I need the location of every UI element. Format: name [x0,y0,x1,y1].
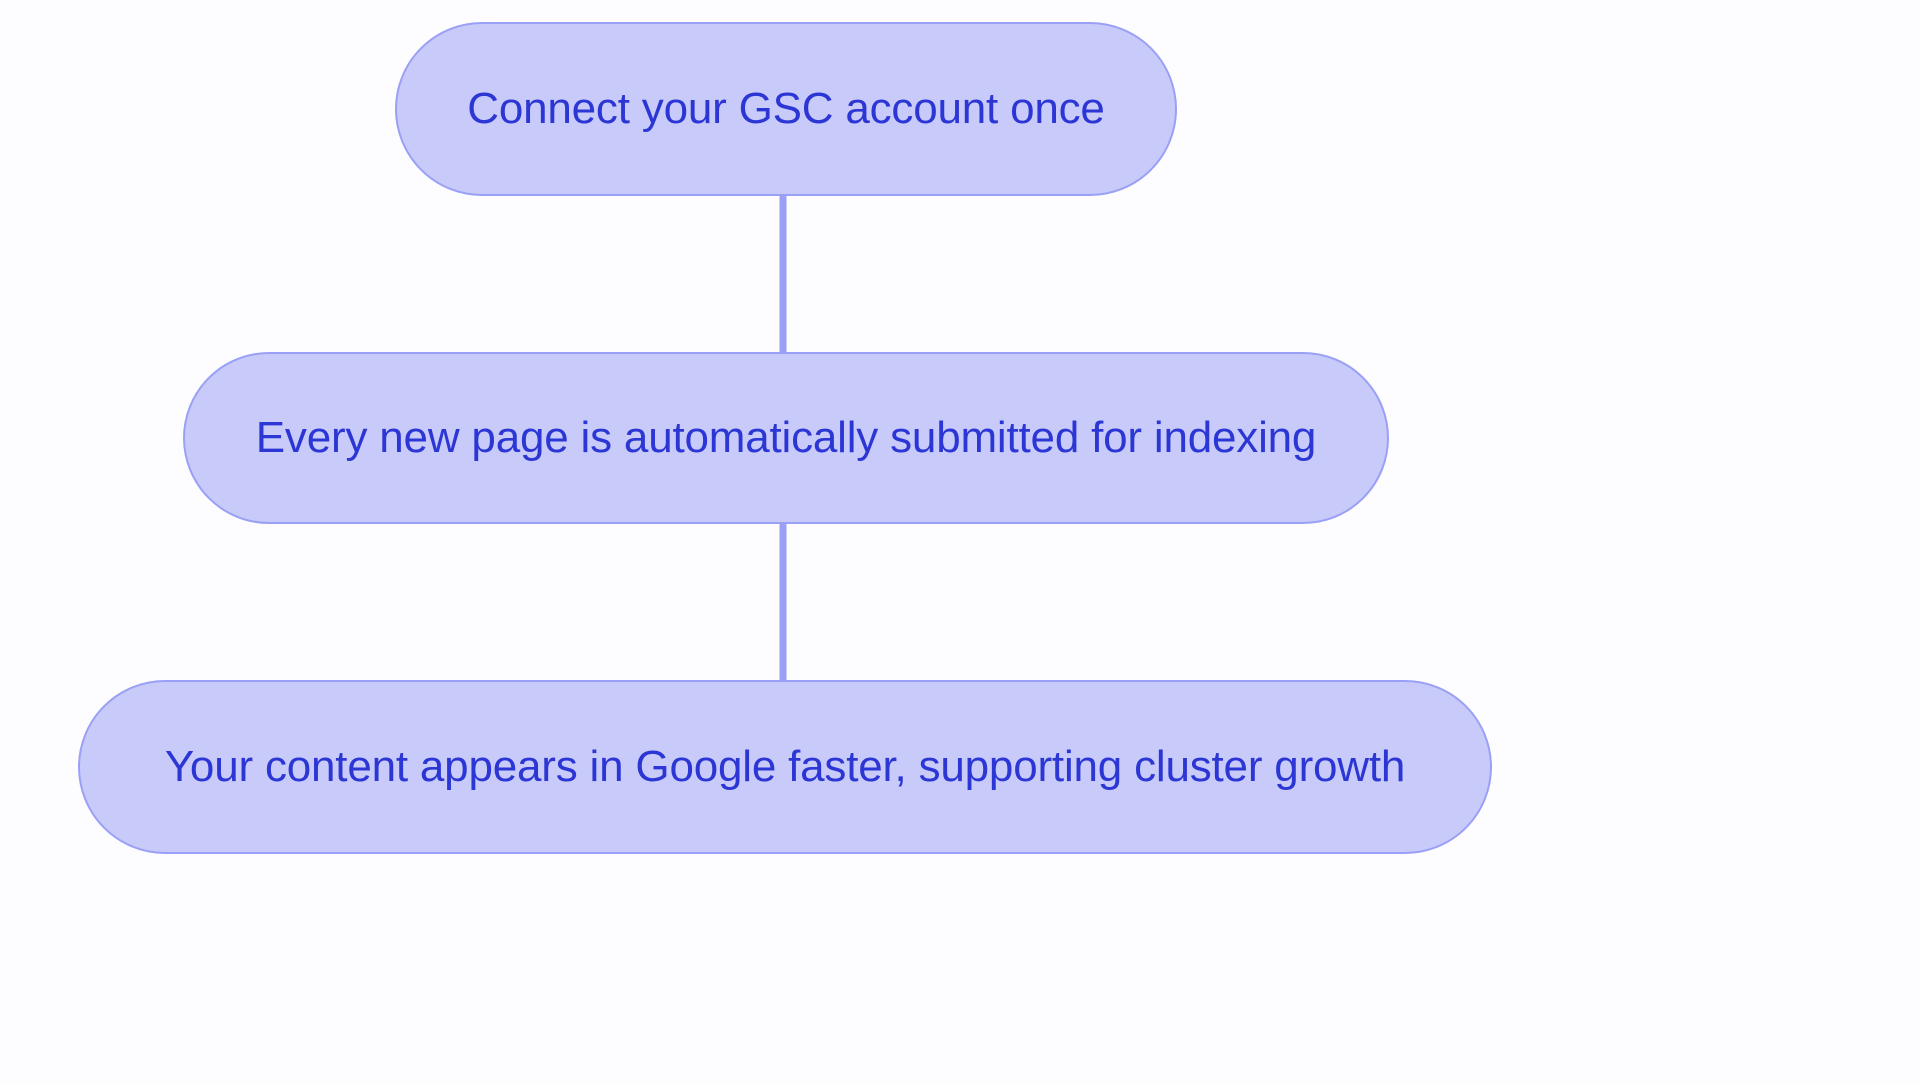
node-label-faster-indexing: Your content appears in Google faster, s… [164,741,1406,791]
flowchart-node-connect-gsc[interactable]: Connect your GSC account once [395,22,1177,196]
flowchart-node-faster-indexing[interactable]: Your content appears in Google faster, s… [78,680,1492,854]
flowchart-node-auto-submit[interactable]: Every new page is automatically submitte… [183,352,1389,524]
node-label-connect-gsc: Connect your GSC account once [467,83,1105,133]
node-label-auto-submit: Every new page is automatically submitte… [255,412,1317,462]
